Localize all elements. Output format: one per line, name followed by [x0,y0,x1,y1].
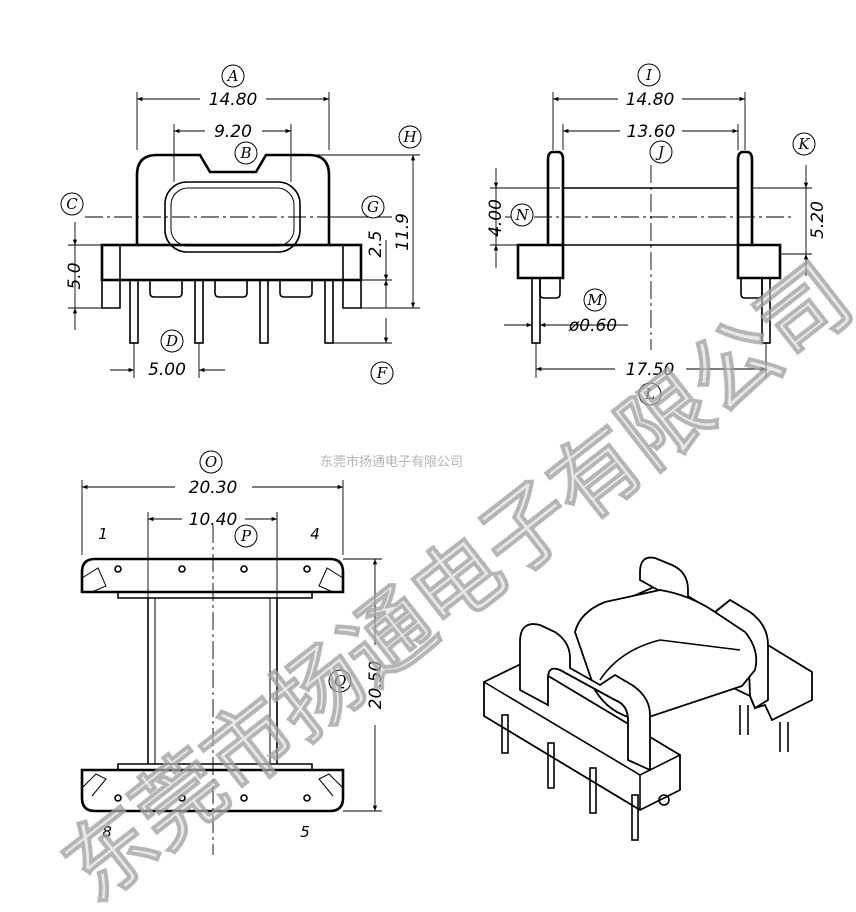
dim-l-value: 17.50 [626,360,675,380]
svg-text:P: P [240,527,252,545]
label-i: I [637,63,661,87]
svg-text:M: M [586,291,603,309]
label-q: Q [328,669,352,693]
iso-pin-4 [631,794,639,841]
dim-h-value: 11.9 [393,213,413,251]
dim-o-value: 20.30 [189,478,238,498]
dim-q-value: 20.50 [366,661,386,710]
svg-text:K: K [797,135,810,153]
iso-pin-3 [589,767,597,814]
side-pin-left [531,277,541,344]
svg-text:O: O [205,453,217,471]
svg-text:L: L [644,385,655,403]
top-view: 1 4 8 5 20.30 O 10.40 P 20.50 Q [80,450,386,855]
front-pin-3 [259,279,269,344]
side-right-base [736,243,782,280]
dim-b-value: 9.20 [214,122,252,142]
pin-number-4: 4 [310,525,320,543]
svg-text:D: D [165,332,178,350]
side-view: 14.80 I 13.60 J 4.00 N 5.20 [486,63,828,406]
front-pin-2 [194,279,204,344]
svg-text:H: H [402,128,417,146]
dim-i-value: 14.80 [626,90,675,110]
pin-number-8: 8 [102,823,112,841]
label-m: M [583,288,607,312]
dim-j-value: 13.60 [627,122,676,142]
front-flange-outline [135,153,331,245]
label-l: L [638,382,662,406]
svg-text:F: F [376,364,388,382]
front-base [100,243,363,282]
side-left-flange [546,150,565,245]
dim-p-value: 10.40 [189,510,238,530]
svg-text:G: G [367,198,379,216]
label-b: B [234,141,258,165]
front-pin-4 [324,279,334,344]
svg-text:Q: Q [334,672,346,690]
iso-pin-2 [547,742,555,789]
label-j: J [649,140,673,164]
label-n: N [510,203,534,227]
label-d: D [160,329,184,353]
isometric-view [483,556,813,841]
label-o: O [199,450,223,474]
dim-a-value: 14.80 [209,90,258,110]
front-view: 14.80 A 9.20 B H 11.9 2.5 [60,64,422,385]
svg-text:B: B [239,144,251,162]
dim-m-value: ø0.60 [568,316,617,336]
top-flange-lower [80,768,345,813]
dim-d-value: 5.00 [148,360,186,380]
dim-g-value: 2.5 [366,230,386,257]
label-g: G [361,195,385,219]
label-h: H [398,125,422,149]
dim-n-value: 4.00 [486,199,506,237]
side-left-base [516,243,565,280]
pin-number-5: 5 [300,823,310,841]
label-k: K [792,132,816,156]
dim-c-value: 5.0 [65,262,85,289]
label-f: F [370,361,394,385]
svg-text:A: A [226,67,239,85]
iso-pin-1 [501,714,509,754]
label-c: C [60,192,84,216]
svg-text:C: C [66,195,78,213]
svg-text:N: N [514,206,529,224]
dim-k-value: 5.20 [808,201,828,239]
label-a: A [221,64,245,88]
watermark-small: 东莞市扬通电子有限公司 [320,454,463,470]
svg-text:I: I [645,66,653,84]
pin-number-1: 1 [98,525,108,543]
side-right-flange [736,150,754,245]
svg-text:J: J [655,143,665,161]
front-pin-1 [129,279,139,344]
label-p: P [234,524,258,548]
top-flange-upper [80,557,345,594]
